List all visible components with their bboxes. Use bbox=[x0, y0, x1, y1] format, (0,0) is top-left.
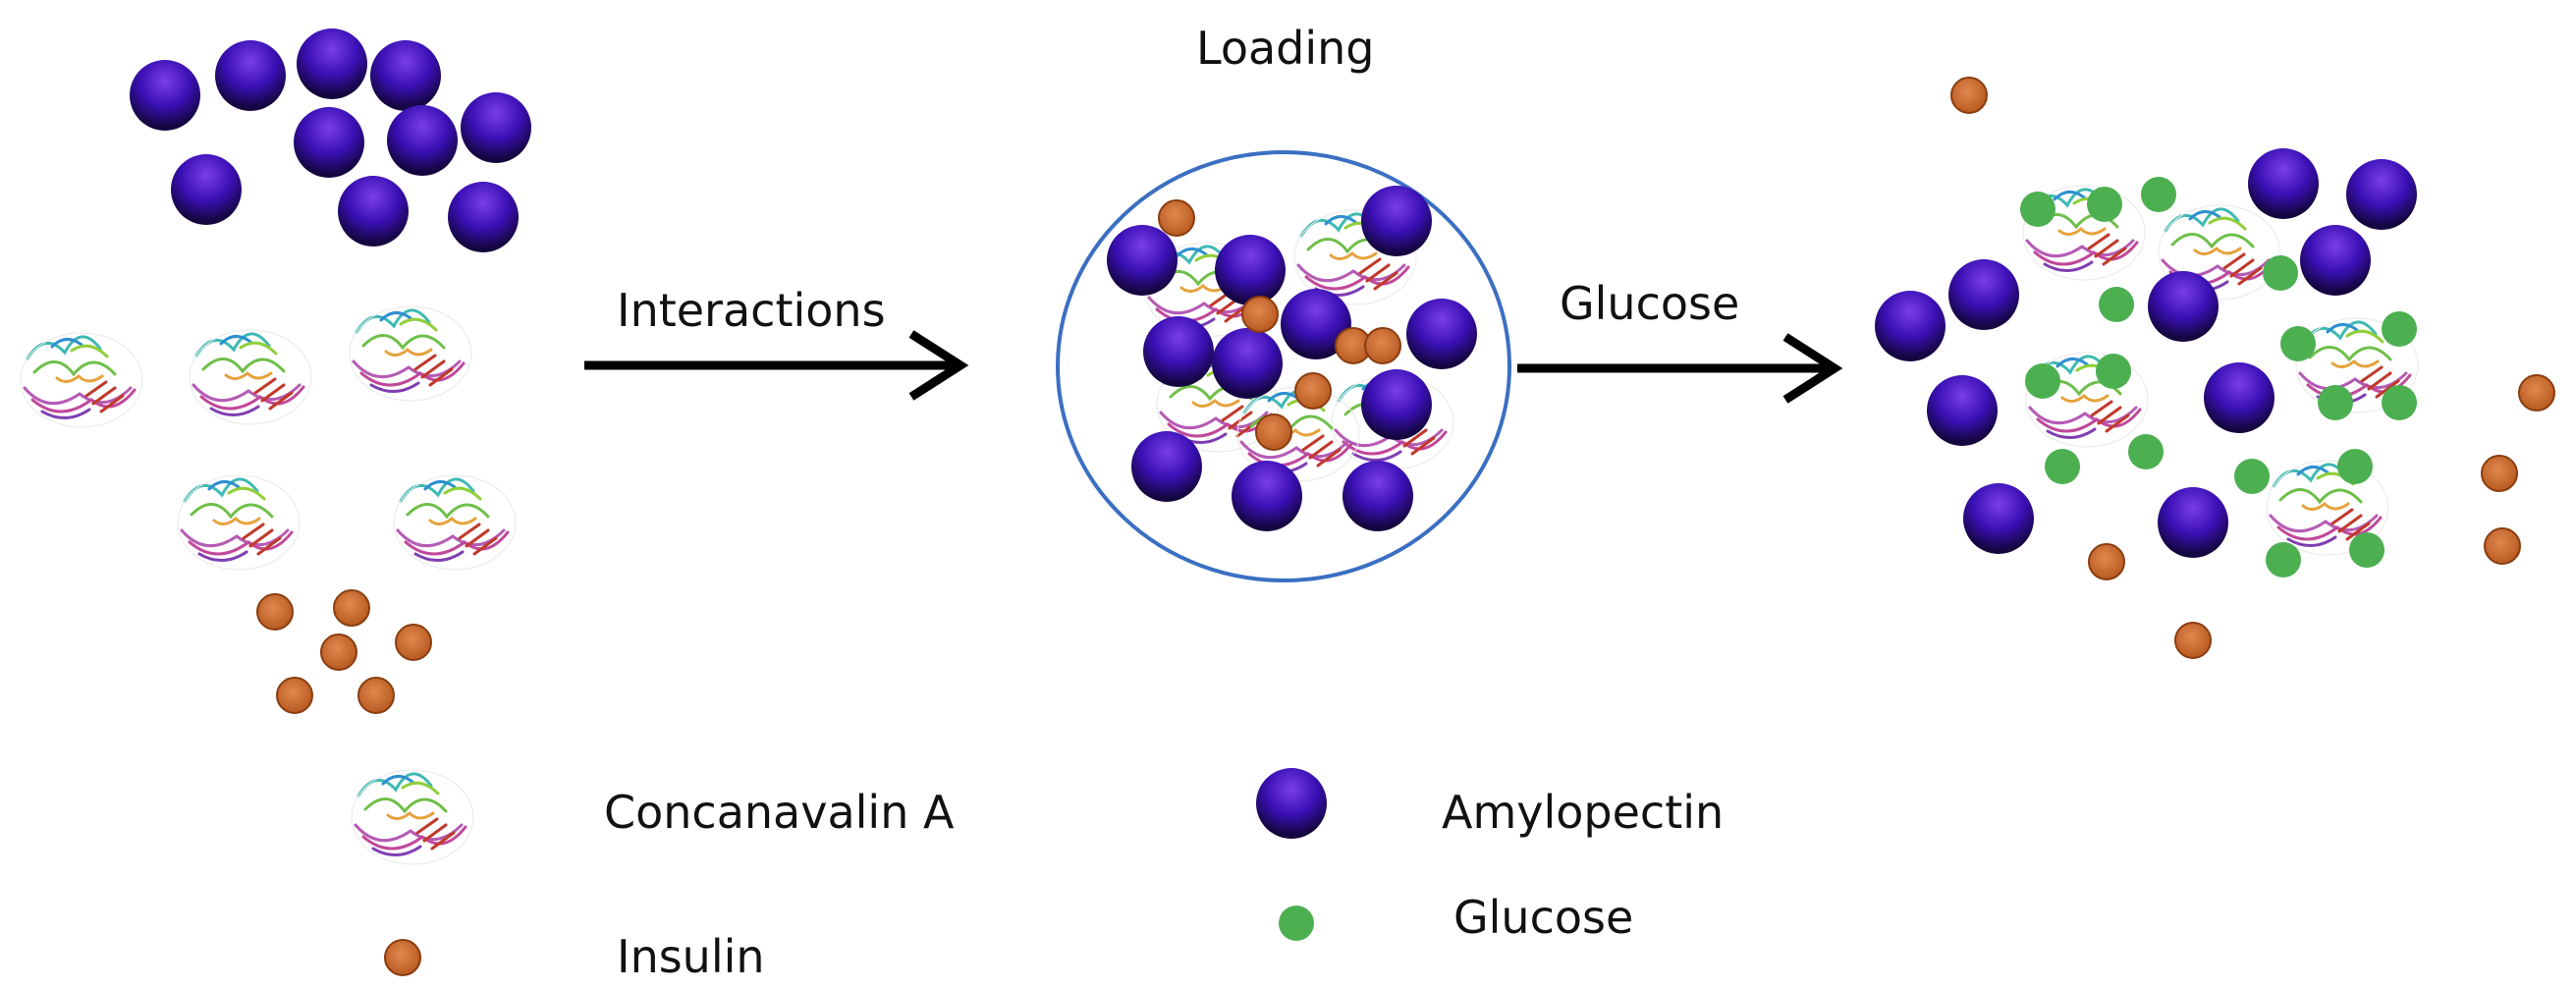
insulin-particle bbox=[256, 593, 294, 631]
amylopectin-sphere bbox=[1343, 461, 1413, 531]
glucose-particle bbox=[2337, 449, 2373, 484]
concanavalin-protein-icon bbox=[392, 473, 518, 572]
released-components bbox=[1875, 77, 2555, 659]
glucose-arrow-label: Glucose bbox=[1560, 277, 1739, 330]
glucose-particle bbox=[2045, 449, 2080, 484]
amylopectin-sphere bbox=[1212, 328, 1283, 399]
insulin-particle bbox=[1255, 413, 1292, 451]
concanavalin-protein-icon bbox=[188, 328, 313, 426]
amylopectin-legend-icon bbox=[1256, 768, 1327, 839]
amylopectin-sphere bbox=[1361, 186, 1432, 256]
insulin-particle bbox=[2518, 374, 2555, 412]
insulin-group bbox=[256, 589, 432, 714]
insulin-legend-icon bbox=[384, 939, 421, 976]
amylopectin-sphere bbox=[1232, 461, 1302, 531]
insulin-particle bbox=[1364, 327, 1401, 364]
glucose-particle bbox=[2382, 311, 2417, 347]
legend-label: Insulin bbox=[617, 930, 765, 983]
amylopectin-sphere bbox=[2346, 159, 2417, 230]
amylopectin-sphere bbox=[1215, 235, 1286, 305]
amylopectin-sphere bbox=[171, 154, 242, 225]
arrow-head-icon bbox=[908, 330, 969, 401]
legend-item-glucose: Glucose bbox=[1279, 891, 1633, 944]
amylopectin-sphere bbox=[387, 105, 458, 176]
interactions-label: Interactions bbox=[617, 284, 886, 337]
interactions-arrow: Interactions bbox=[584, 284, 969, 401]
glucose-particle bbox=[2263, 255, 2298, 291]
amylopectin-sphere bbox=[1143, 316, 1214, 387]
capsule-boundary bbox=[1056, 150, 1511, 582]
legend-item-insulin: Insulin bbox=[384, 930, 765, 983]
amylopectin-cluster bbox=[130, 28, 531, 252]
glucose-particle bbox=[2382, 385, 2417, 420]
insulin-particle bbox=[1241, 296, 1279, 333]
legend-item-concanavalin: Concanavalin A bbox=[350, 768, 955, 866]
insulin-particle bbox=[2174, 622, 2212, 659]
amylopectin-sphere bbox=[448, 182, 519, 252]
glucose-particle bbox=[2087, 187, 2122, 222]
amylopectin-sphere bbox=[1406, 299, 1477, 369]
insulin-particle bbox=[1950, 77, 1988, 114]
amylopectin-sphere bbox=[2204, 362, 2275, 433]
amylopectin-sphere bbox=[215, 40, 286, 111]
loaded-capsule: Loading bbox=[1056, 22, 1511, 582]
amylopectin-sphere bbox=[2158, 487, 2228, 558]
concanavalin-protein-icon bbox=[176, 473, 301, 572]
glucose-particle bbox=[2234, 459, 2270, 494]
glucose-particle bbox=[2141, 177, 2176, 212]
concanavalin-protein-icon bbox=[348, 304, 473, 403]
insulin-particle bbox=[357, 677, 395, 714]
insulin-particle bbox=[333, 589, 370, 627]
glucose-particle bbox=[2128, 434, 2164, 469]
amylopectin-sphere bbox=[130, 60, 200, 131]
glucose-particle bbox=[2096, 354, 2131, 389]
glucose-particle bbox=[2099, 287, 2134, 322]
loading-label: Loading bbox=[1196, 22, 1374, 75]
amylopectin-sphere bbox=[1107, 225, 1178, 296]
glucose-arrow: Glucose bbox=[1517, 277, 1843, 404]
amylopectin-sphere bbox=[297, 28, 367, 99]
amylopectin-sphere bbox=[1948, 259, 2019, 330]
insulin-particle bbox=[2088, 543, 2125, 580]
amylopectin-sphere bbox=[461, 92, 531, 163]
amylopectin-sphere bbox=[2248, 148, 2319, 219]
amylopectin-sphere bbox=[294, 107, 364, 178]
insulin-particle bbox=[395, 624, 432, 661]
legend-item-amylopectin: Amylopectin bbox=[1256, 768, 1724, 839]
glucose-particle bbox=[2349, 532, 2384, 568]
concanavalin-protein-icon bbox=[19, 331, 144, 429]
amylopectin-sphere bbox=[1361, 369, 1432, 440]
insulin-particle bbox=[1158, 199, 1195, 237]
amylopectin-sphere bbox=[338, 176, 409, 247]
amylopectin-sphere bbox=[1963, 483, 2034, 554]
amylopectin-sphere bbox=[1875, 291, 1946, 361]
insulin-particle bbox=[1294, 372, 1332, 410]
glucose-particle bbox=[2025, 363, 2060, 399]
insulin-particle bbox=[320, 633, 357, 671]
amylopectin-sphere bbox=[1927, 375, 1998, 446]
concanavalin-group bbox=[19, 304, 518, 572]
legend-label: Amylopectin bbox=[1442, 786, 1724, 839]
legend: Concanavalin A Insulin Amylopectin Gluco… bbox=[350, 768, 1724, 983]
glucose-particle bbox=[2020, 192, 2055, 227]
glucose-particle bbox=[2318, 385, 2353, 420]
legend-label: Glucose bbox=[1453, 891, 1633, 944]
amylopectin-sphere bbox=[2300, 225, 2371, 296]
concanavalin-protein-icon bbox=[350, 768, 475, 866]
insulin-particle bbox=[276, 677, 313, 714]
left-components bbox=[19, 28, 531, 714]
legend-label: Concanavalin A bbox=[604, 786, 955, 839]
glucose-legend-icon bbox=[1279, 906, 1314, 941]
glucose-particle bbox=[2266, 542, 2301, 578]
arrow-head-icon bbox=[1782, 333, 1843, 404]
amylopectin-sphere bbox=[370, 40, 441, 111]
insulin-particle bbox=[2484, 527, 2521, 565]
insulin-particle bbox=[2481, 455, 2518, 492]
amylopectin-sphere bbox=[1131, 431, 1202, 502]
glucose-particle bbox=[2280, 326, 2316, 361]
amylopectin-sphere bbox=[2148, 271, 2219, 342]
